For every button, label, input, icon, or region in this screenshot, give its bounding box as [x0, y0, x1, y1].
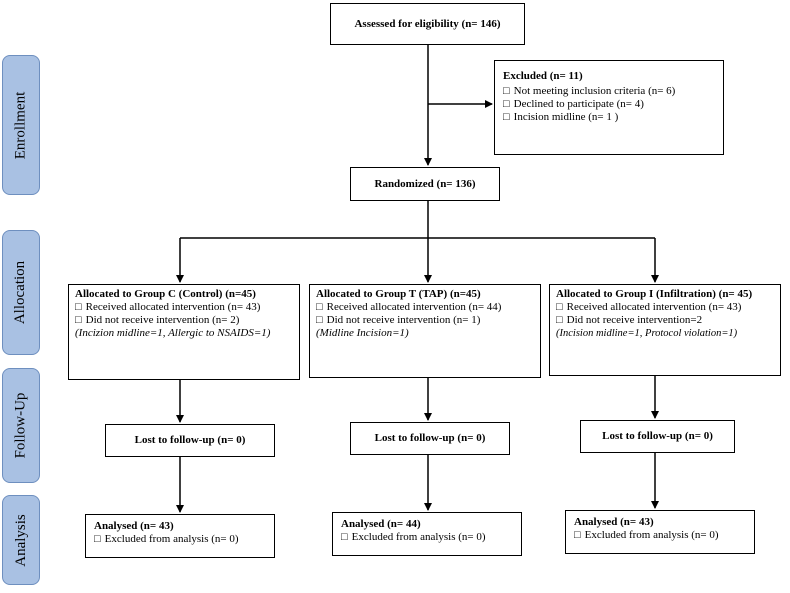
allocation-title: Allocated to Group I (Infiltration) (n= …: [556, 288, 753, 300]
checkbox-icon: [316, 314, 327, 326]
reasons-text: (Incizion midline=1, Allergic to NSAIDS=…: [75, 327, 271, 339]
analysed-label: Analysed (n= 44): [341, 518, 421, 530]
phase-follow-up: Follow-Up: [2, 368, 40, 483]
analysis-group-c-box: Analysed (n= 43) Excluded from analysis …: [85, 514, 275, 558]
checkbox-icon: [503, 98, 514, 110]
checkbox-icon: [75, 301, 86, 313]
checkbox-icon: [503, 111, 514, 123]
phase-allocation: Allocation: [2, 230, 40, 355]
not-received-text: Did not receive intervention (n= 2): [85, 314, 240, 326]
allocation-title: Allocated to Group C (Control) (n=45): [75, 288, 256, 300]
excluded-box: Excluded (n= 11) Not meeting inclusion c…: [494, 60, 724, 155]
excluded-item: Incision midline (n= 1 ): [503, 111, 715, 124]
not-received-text: Did not receive intervention=2: [566, 314, 703, 326]
analysed-label: Analysed (n= 43): [94, 520, 174, 532]
randomized-box: Randomized (n= 136): [350, 167, 500, 201]
allocation-group-i-box: Allocated to Group I (Infiltration) (n= …: [549, 284, 781, 376]
followup-label: Lost to follow-up (n= 0): [602, 430, 713, 442]
excluded-analysis-text: Excluded from analysis (n= 0): [104, 533, 239, 545]
allocation-group-c-box: Allocated to Group C (Control) (n=45) Re…: [68, 284, 300, 380]
analysis-group-t-box: Analysed (n= 44) Excluded from analysis …: [332, 512, 522, 556]
phase-enrollment: Enrollment: [2, 55, 40, 195]
checkbox-icon: [556, 314, 567, 326]
received-text: Received allocated intervention (n= 43): [566, 301, 742, 313]
received-text: Received allocated intervention (n= 43): [85, 301, 261, 313]
excluded-title: Excluded (n= 11): [503, 70, 583, 82]
reasons-text: (Incision midline=1, Protocol violation=…: [556, 328, 738, 339]
randomized-label: Randomized (n= 136): [374, 177, 476, 190]
excluded-analysis-text: Excluded from analysis (n= 0): [584, 529, 719, 541]
excluded-item: Declined to participate (n= 4): [503, 98, 715, 111]
followup-group-i-box: Lost to follow-up (n= 0): [580, 420, 735, 453]
followup-group-c-box: Lost to follow-up (n= 0): [105, 424, 275, 457]
reasons-text: (Midline Incision=1): [316, 327, 409, 339]
checkbox-icon: [574, 529, 585, 541]
analysis-group-i-box: Analysed (n= 43) Excluded from analysis …: [565, 510, 755, 554]
analysed-label: Analysed (n= 43): [574, 516, 654, 528]
phase-analysis: Analysis: [2, 495, 40, 585]
assessed-label: Assessed for eligibility (n= 146): [354, 17, 501, 30]
checkbox-icon: [75, 314, 86, 326]
followup-label: Lost to follow-up (n= 0): [134, 434, 246, 446]
checkbox-icon: [503, 85, 514, 97]
excluded-item-text: Incision midline (n= 1 ): [513, 111, 619, 123]
checkbox-icon: [556, 301, 567, 313]
received-text: Received allocated intervention (n= 44): [326, 301, 502, 313]
checkbox-icon: [94, 533, 105, 545]
allocation-group-t-box: Allocated to Group T (TAP) (n=45) Receiv…: [309, 284, 541, 378]
followup-label: Lost to follow-up (n= 0): [374, 432, 486, 444]
checkbox-icon: [316, 301, 327, 313]
followup-group-t-box: Lost to follow-up (n= 0): [350, 422, 510, 455]
not-received-text: Did not receive intervention (n= 1): [326, 314, 481, 326]
assessed-box: Assessed for eligibility (n= 146): [330, 3, 525, 45]
checkbox-icon: [341, 531, 352, 543]
excluded-item-text: Not meeting inclusion criteria (n= 6): [513, 85, 676, 97]
excluded-item-text: Declined to participate (n= 4): [513, 98, 644, 110]
excluded-item: Not meeting inclusion criteria (n= 6): [503, 85, 715, 98]
allocation-title: Allocated to Group T (TAP) (n=45): [316, 288, 481, 300]
excluded-analysis-text: Excluded from analysis (n= 0): [351, 531, 486, 543]
